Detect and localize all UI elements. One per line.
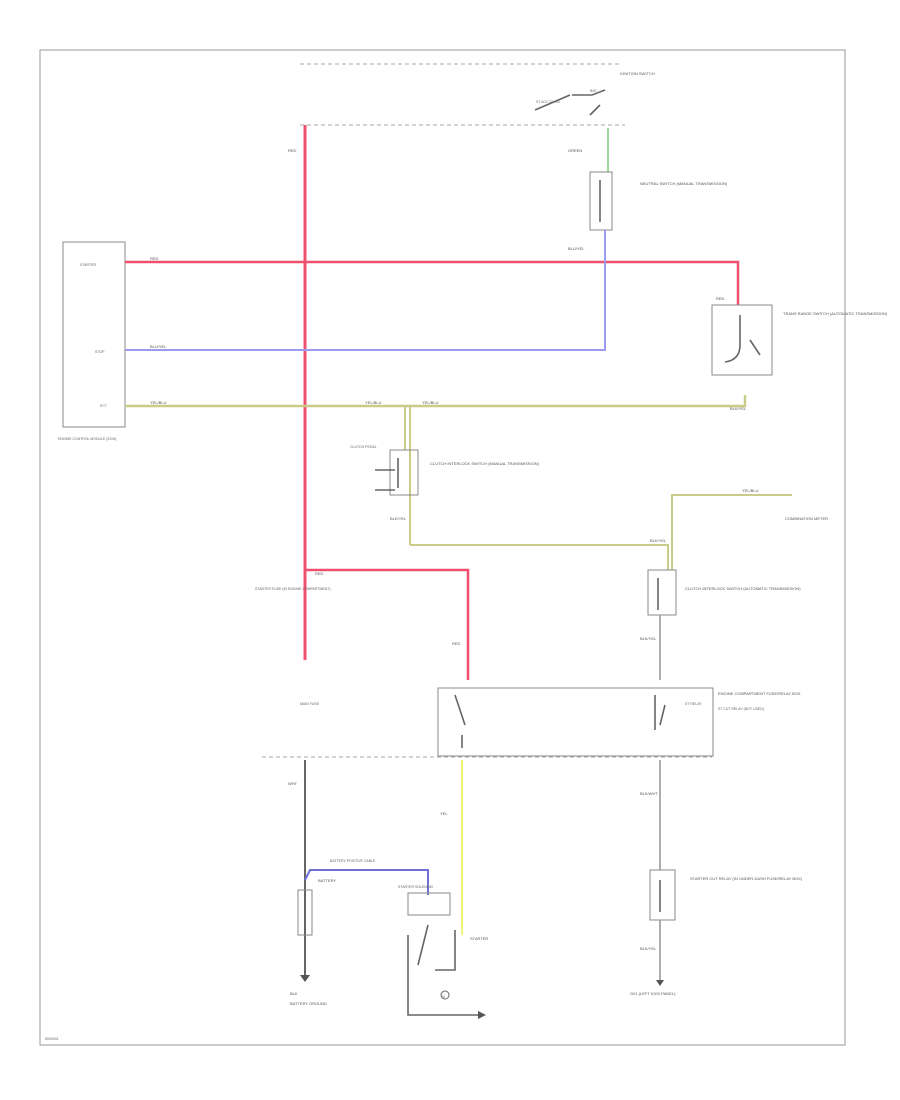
main-fuse-label: MAIN FUSE	[300, 702, 320, 706]
starter-m-label: M	[442, 995, 445, 999]
fuse-relay-box: ENGINE COMPARTMENT FUSE/RELAY BOX ST REL…	[437, 687, 801, 757]
wire-red-top-label: RED	[288, 148, 297, 153]
wire-wht-label: WHT	[288, 781, 298, 786]
wire-green-label: GREEN	[568, 148, 582, 153]
st-cutoff-label: ST CUT RELAY (NOT USED)	[718, 707, 764, 711]
wire-red-trs-label: RED	[716, 296, 725, 301]
clutch-int-1-label: CLUTCH INTERLOCK SWITCH (MANUAL TRANSMIS…	[430, 461, 540, 466]
neutral-switch: NEUTRAL SWITCH (MANUAL TRANSMISSION)	[589, 171, 728, 231]
ecm-box: STARTER STOP ECT ENGINE CONTROL MODULE (…	[58, 241, 126, 441]
ecm-pin-starter: STARTER	[80, 263, 96, 267]
ecm-pin-ect: ECT	[100, 404, 108, 408]
ignition-switch: IGNITION SWITCH ST ACC IG ON BAT	[534, 71, 655, 116]
wire-yelblu-to-meter	[671, 494, 792, 570]
wire-red-mid-label: RED	[315, 571, 324, 576]
ignition-bat-label: BAT	[590, 89, 597, 93]
combination-meter-label: COMBINATION METER	[785, 516, 828, 521]
clutch-interlock-switch-2: CLUTCH INTERLOCK SWITCH (AUTOMATIC TRANS…	[640, 569, 801, 680]
clutch-int-2-label: CLUTCH INTERLOCK SWITCH (AUTOMATIC TRANS…	[685, 586, 801, 591]
battery-cable-label: BATTERY POSITIVE CABLE	[330, 859, 376, 863]
trans-range-switch: TRANS RANGE SWITCH (AUTOMATIC TRANSMISSI…	[711, 296, 888, 411]
wire-blue-battery-cable	[304, 869, 429, 895]
battery-label: BATTERY	[318, 878, 336, 883]
wire-blkwht-label: BLK/WHT	[640, 791, 658, 796]
st-relay-label: ST RELAY	[685, 702, 702, 706]
ignition-switch-label: IGNITION SWITCH	[620, 71, 655, 76]
starter-solenoid-label: STARTER SOLENOID	[398, 885, 434, 889]
wire-yelblu-to-cl2	[410, 544, 669, 570]
wire-blkyel-cl1-label: BLK/YEL	[390, 516, 407, 521]
wire-red-mid2-label: RED	[452, 641, 461, 646]
wire-yelblu-mid2-label: YEL/BLU	[422, 400, 439, 405]
wire-yelblu-ecm	[125, 395, 747, 408]
wire-blk-label: BLK	[290, 991, 298, 996]
starter-cut-relay-label: STARTER CUT RELAY (IN UNDER-DASH FUSE/RE…	[690, 876, 803, 881]
wire-bluyel-top-label: BLU/YEL	[568, 246, 585, 251]
wire-blkyel-trs-label: BLK/YEL	[730, 406, 747, 411]
battery: BATTERY	[297, 878, 336, 982]
trans-range-label: TRANS RANGE SWITCH (AUTOMATIC TRANSMISSI…	[783, 311, 888, 316]
starter-cut-relay: STARTER CUT RELAY (IN UNDER-DASH FUSE/RE…	[630, 869, 803, 996]
wire-yelblu-ecm-label: YEL/BLU	[150, 400, 167, 405]
wire-yel-label: YEL	[440, 811, 448, 816]
footer-code: 8500001	[45, 1037, 59, 1041]
ignition-pins-label: ST ACC IG ON	[536, 100, 560, 104]
clutch-interlock-switch-1: CLUTCH INTERLOCK SWITCH (MANUAL TRANSMIS…	[350, 406, 540, 545]
clutch-pedal-label: CLUTCH PEDAL	[350, 445, 377, 449]
starter-label: STARTER	[470, 936, 488, 941]
wire-yelblu-right-label: YEL/BLU	[742, 488, 759, 493]
neutral-switch-label: NEUTRAL SWITCH (MANUAL TRANSMISSION)	[640, 181, 728, 186]
wire-red-to-relay	[305, 568, 470, 680]
wire-blkyel-cl2-label: BLK/YEL	[650, 538, 667, 543]
wire-bluyel-ecm	[125, 230, 606, 351]
fuse-block-label: ENGINE COMPARTMENT FUSE/RELAY BOX	[718, 691, 801, 696]
starter-fuse-label: STARTER FUSE (IN ENGINE COMPARTMENT)	[255, 587, 331, 591]
wire-red-ecm-label: RED	[150, 256, 159, 261]
starter-assembly: STARTER SOLENOID M STARTER	[398, 885, 488, 1019]
wire-blkyel-scr-label: BLK/YEL	[640, 946, 657, 951]
ecm-pin-stop: STOP	[95, 350, 105, 354]
ground-scr-label: G01 (LEFT KICK PANEL)	[630, 991, 676, 996]
wire-bluyel-ecm-label: BLU/YEL	[150, 344, 167, 349]
battery-ground-label: BATTERY GROUND	[290, 1001, 327, 1006]
diagram-border	[39, 49, 846, 1046]
ecm-label: ENGINE CONTROL MODULE (ECM)	[58, 437, 116, 441]
wire-red-ecm	[125, 260, 740, 305]
wire-blkyel-cl2b-label: BLK/YEL	[640, 636, 657, 641]
wire-yelblu-mid-label: YEL/BLU	[365, 400, 382, 405]
